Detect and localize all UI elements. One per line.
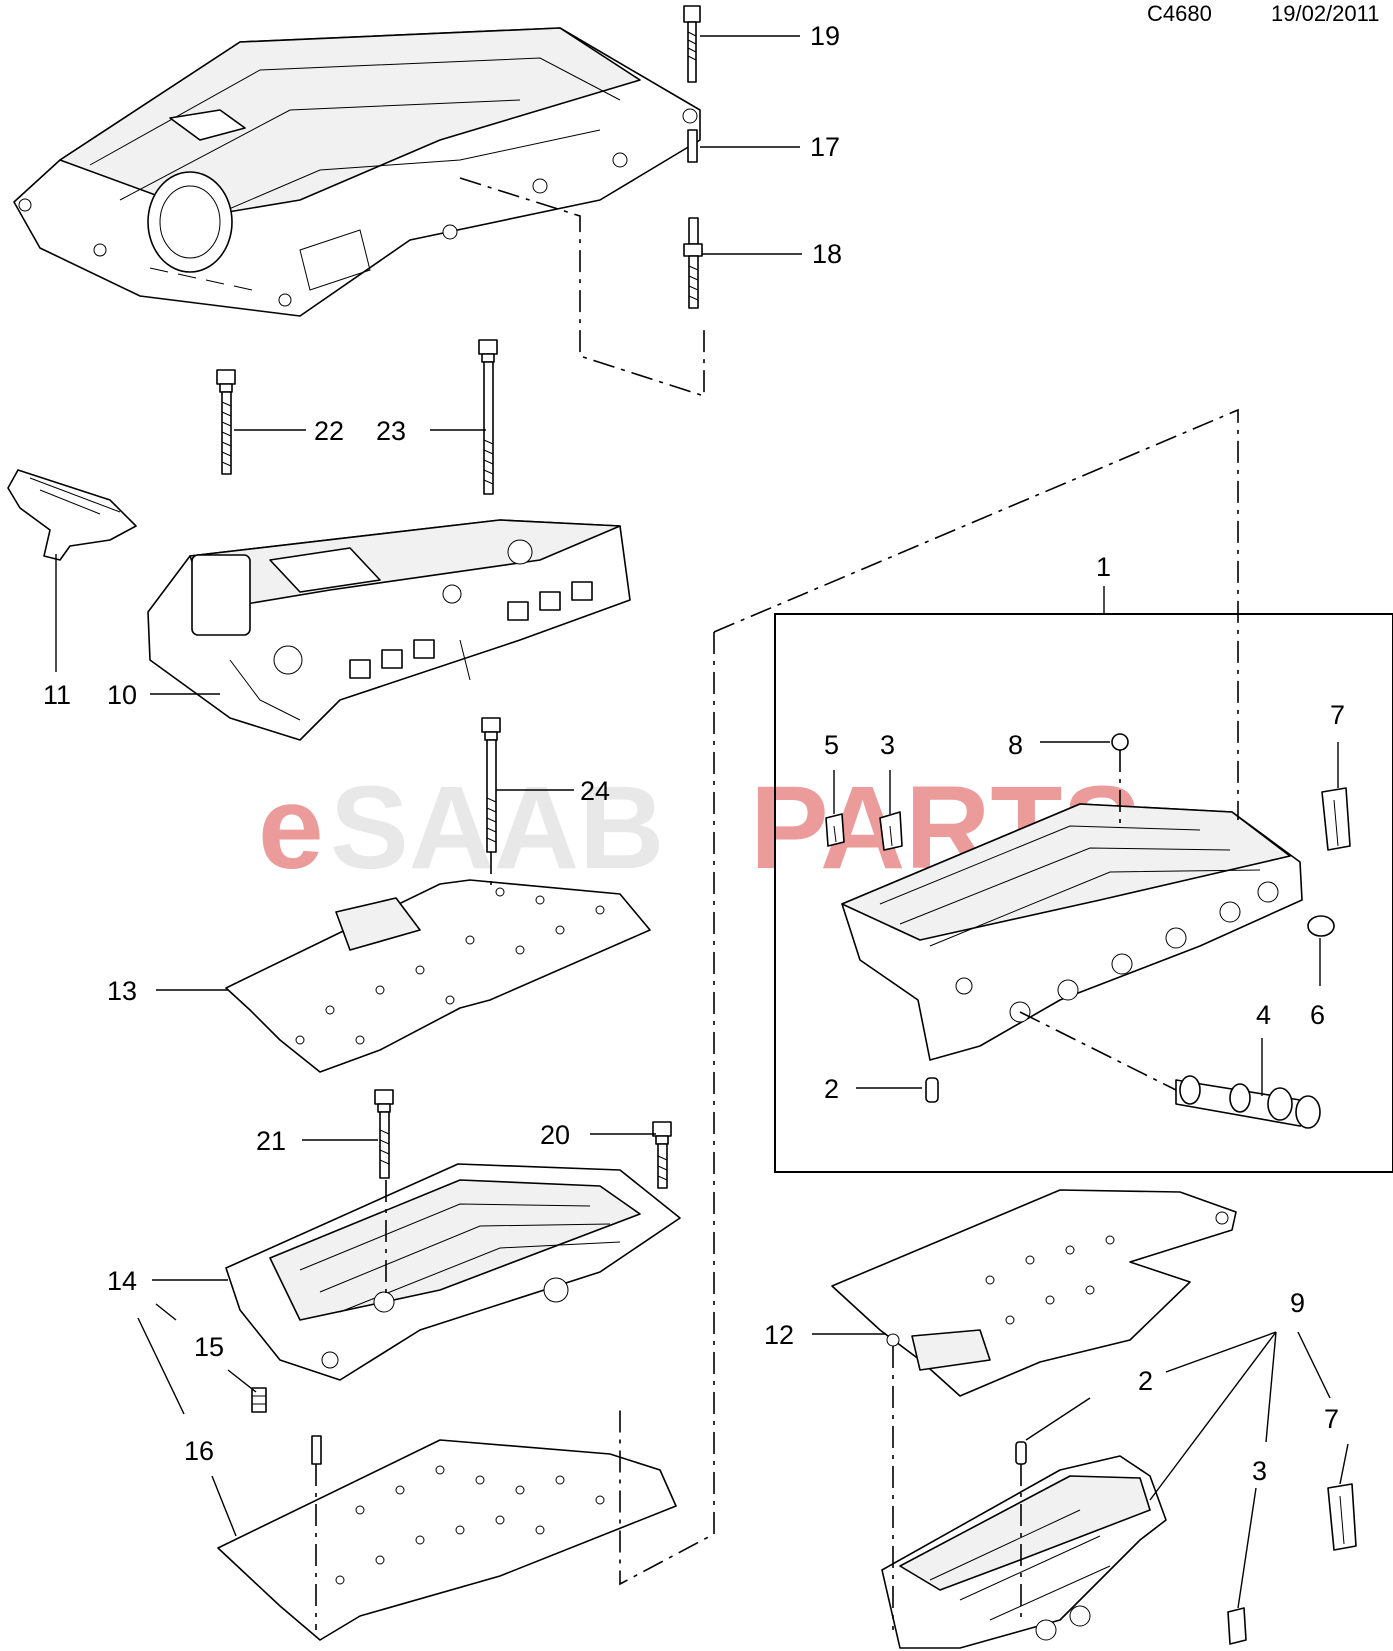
callout-3: 3 [880,730,895,760]
clip-3-lower [1227,1607,1247,1645]
callout-1: 1 [1096,552,1111,582]
separator-plate-16 [217,1435,677,1641]
lower-valve-body-9 [881,1441,1167,1649]
valve-body-assembly-1 [841,803,1303,1061]
plug-15 [251,1387,267,1413]
valve-body-14 [225,1163,681,1381]
callout-7: 7 [1330,700,1345,730]
callout-12: 12 [764,1320,794,1350]
callout-6: 6 [1310,1000,1325,1030]
callout-10: 10 [107,680,137,710]
clip-7-lower [1327,1483,1357,1551]
pin-2-assembly [925,1077,939,1103]
diagram-code: C4680 [1147,1,1212,26]
valve-spool-4 [1175,1075,1321,1129]
bolt-23 [478,339,498,495]
callout-13: 13 [107,976,137,1006]
alignment-line-left [619,632,715,1586]
assembly-1-frame [774,613,1393,1173]
separator-plate-12 [831,1189,1237,1397]
callout-2-lower: 2 [1138,1366,1153,1396]
leader-lines [55,35,1349,1609]
callout-18: 18 [812,239,842,269]
callout-numbers: 19 17 18 22 23 11 10 24 13 21 20 14 15 1… [43,21,1345,1486]
stud-17 [687,129,698,163]
bolt-21 [374,1089,394,1179]
callout-3-lower: 3 [1252,1456,1267,1486]
callout-11: 11 [43,680,71,710]
bolt-22 [216,369,236,475]
ball-8 [1111,733,1129,751]
clip-5 [825,813,845,847]
transmission-cover [13,27,701,317]
callout-24: 24 [580,776,610,806]
clip-7 [1321,787,1351,851]
callout-17: 17 [810,132,840,162]
callout-8: 8 [1008,730,1023,760]
separator-plate-13 [225,879,651,1073]
diagram-date: 19/02/2011 [1271,1,1379,26]
svg-text:SAAB: SAAB [330,762,664,894]
alignment-line-spool [1019,1011,1177,1091]
callout-21: 21 [256,1126,286,1156]
callout-7-lower: 7 [1324,1404,1339,1434]
callout-15: 15 [194,1332,224,1362]
control-module-10 [147,519,631,741]
callout-5: 5 [824,730,839,760]
callout-9: 9 [1290,1288,1305,1318]
plug-6 [1307,915,1335,937]
svg-text:e: e [258,762,324,894]
wire-clip-11 [7,469,137,561]
callout-23: 23 [376,416,406,446]
callout-20: 20 [540,1120,570,1150]
callout-16: 16 [184,1436,214,1466]
callout-4: 4 [1256,1000,1271,1030]
callout-19: 19 [810,21,840,51]
callout-14: 14 [107,1266,137,1296]
callout-22: 22 [314,416,344,446]
bolt-19 [683,5,701,83]
alignment-line-cover [459,177,705,398]
callout-2: 2 [824,1074,839,1104]
stud-18 [683,217,703,309]
alignment-line-assembly [713,408,1239,820]
clip-3 [879,811,903,851]
bolt-20 [652,1121,672,1189]
